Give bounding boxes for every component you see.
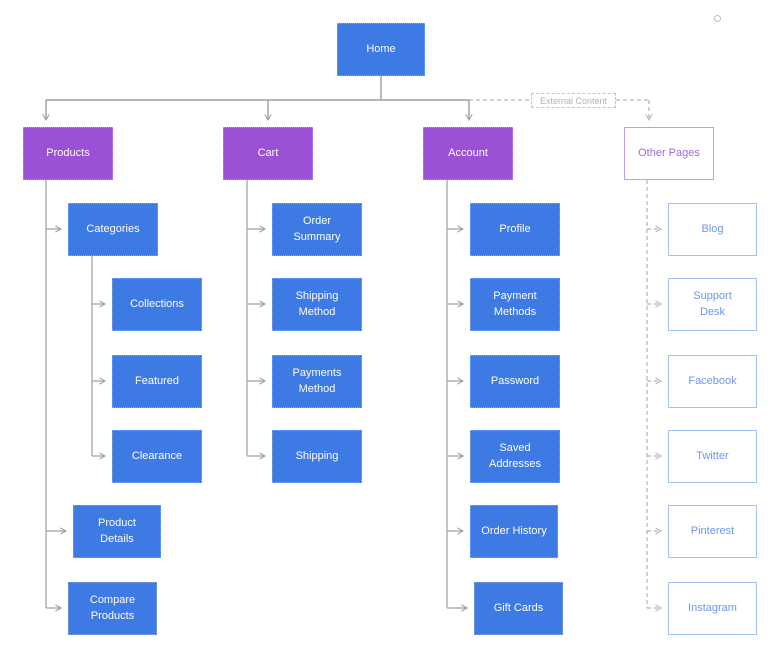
node-instagram[interactable]: Instagram <box>668 582 757 635</box>
node-other-pages[interactable]: Other Pages <box>624 127 714 180</box>
node-password[interactable]: Password <box>470 355 560 408</box>
edge-label-external-content[interactable]: External Content <box>531 93 616 108</box>
node-support-desk[interactable]: Support Desk <box>668 278 757 331</box>
node-pinterest[interactable]: Pinterest <box>668 505 757 558</box>
node-profile[interactable]: Profile <box>470 203 560 256</box>
node-product-details[interactable]: Product Details <box>73 505 161 558</box>
node-shipping[interactable]: Shipping <box>272 430 362 483</box>
node-compare-products[interactable]: Compare Products <box>68 582 157 635</box>
node-twitter[interactable]: Twitter <box>668 430 757 483</box>
node-home[interactable]: Home <box>337 23 425 76</box>
node-payments-method[interactable]: Payments Method <box>272 355 362 408</box>
node-order-summary[interactable]: Order Summary <box>272 203 362 256</box>
node-categories[interactable]: Categories <box>68 203 158 256</box>
node-facebook[interactable]: Facebook <box>668 355 757 408</box>
node-order-history[interactable]: Order History <box>470 505 558 558</box>
canvas-handle-dot <box>714 15 721 22</box>
node-products[interactable]: Products <box>23 127 113 180</box>
node-clearance[interactable]: Clearance <box>112 430 202 483</box>
node-account[interactable]: Account <box>423 127 513 180</box>
node-payment-methods[interactable]: Payment Methods <box>470 278 560 331</box>
node-blog[interactable]: Blog <box>668 203 757 256</box>
node-collections[interactable]: Collections <box>112 278 202 331</box>
node-gift-cards[interactable]: Gift Cards <box>474 582 563 635</box>
node-featured[interactable]: Featured <box>112 355 202 408</box>
node-saved-addresses[interactable]: Saved Addresses <box>470 430 560 483</box>
node-shipping-method[interactable]: Shipping Method <box>272 278 362 331</box>
node-cart[interactable]: Cart <box>223 127 313 180</box>
